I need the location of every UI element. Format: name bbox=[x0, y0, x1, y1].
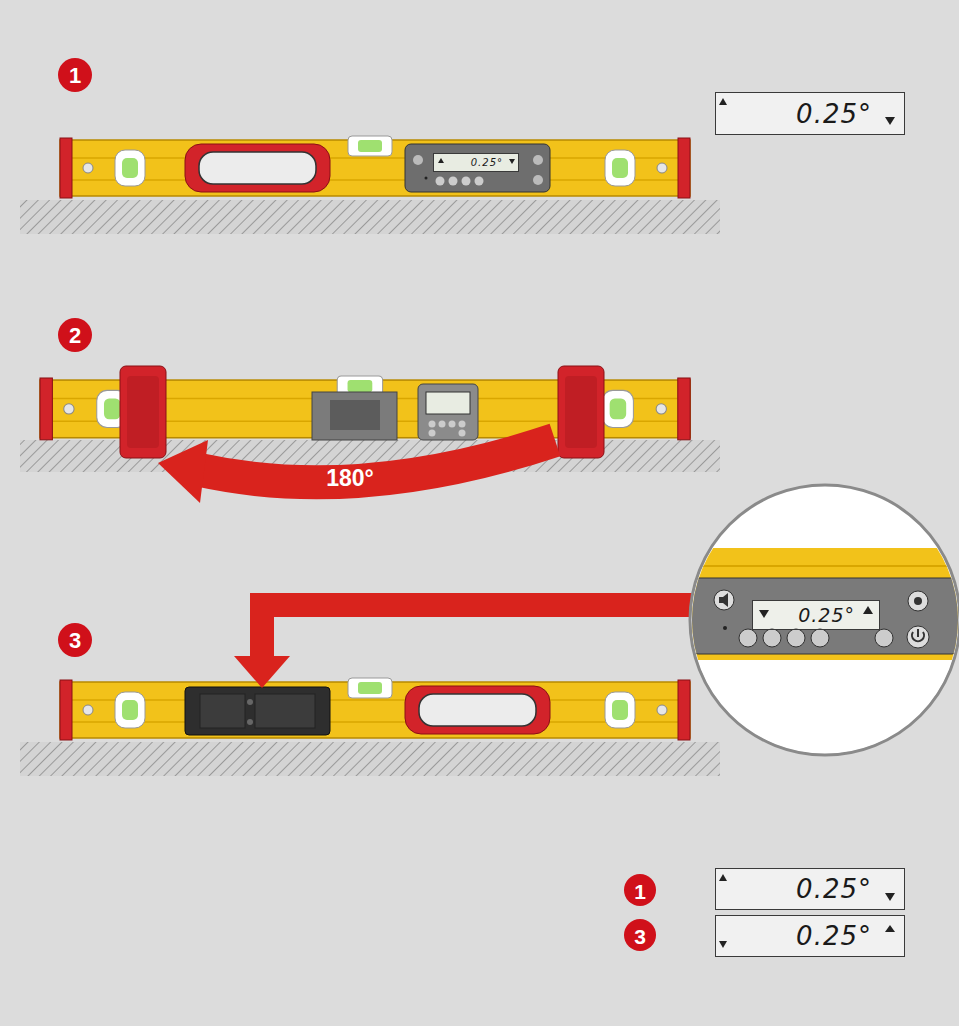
callout-number: 1 bbox=[69, 65, 81, 87]
display-reading: 0.25° bbox=[796, 923, 872, 949]
display-reading: 0.25° bbox=[798, 606, 855, 625]
display-reading: 0.25° bbox=[796, 876, 872, 902]
lcd-display: 0.25° bbox=[433, 153, 519, 172]
lcd-display: 0.25° bbox=[715, 868, 905, 910]
lcd-display: 0.25° bbox=[752, 600, 880, 630]
rotation-label: 180° bbox=[326, 467, 374, 490]
display-reading: 0.25° bbox=[796, 101, 872, 127]
callout-number: 2 bbox=[69, 325, 81, 347]
display-reading: 0.25° bbox=[471, 158, 503, 168]
lcd-display: 0.25° bbox=[715, 915, 905, 957]
callout-number: 3 bbox=[69, 630, 81, 652]
callout-number: 3 bbox=[634, 926, 646, 947]
lcd-display: 0.25° bbox=[715, 92, 905, 135]
callout-number: 1 bbox=[634, 881, 646, 902]
